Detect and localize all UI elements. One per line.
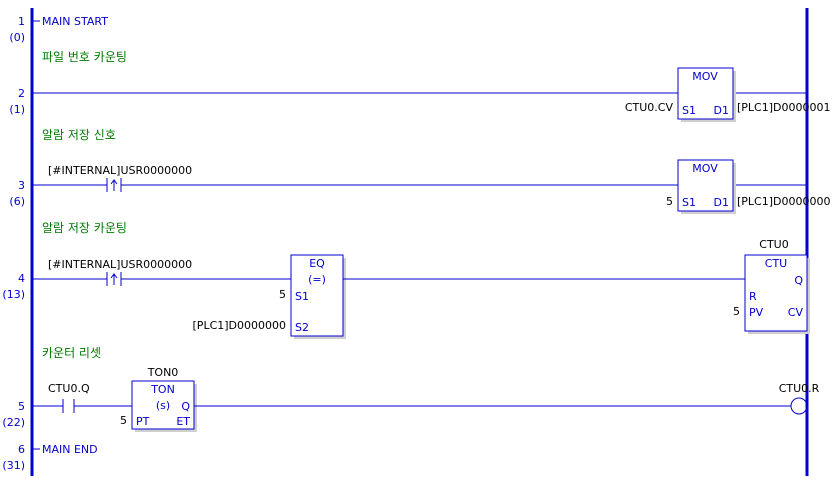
q-pin: Q	[181, 400, 190, 413]
rung-step: (1)	[9, 103, 25, 116]
rising-edge-contact[interactable]	[106, 178, 122, 192]
rising-edge-contact[interactable]	[106, 272, 122, 286]
main-end-marker: MAIN END	[42, 443, 98, 456]
mov-function-block[interactable]: MOV S1 D1	[677, 159, 736, 214]
ton-instance-name[interactable]: TON0	[147, 366, 179, 379]
rung-step: (0)	[9, 31, 25, 44]
block-title: MOV	[692, 162, 718, 175]
mov-d1-operand[interactable]: [PLC1]D0000000	[737, 195, 830, 208]
block-frame	[677, 159, 734, 212]
s2-pin: S2	[295, 321, 309, 334]
s1-pin: S1	[682, 196, 696, 209]
pt-pin: PT	[136, 415, 150, 428]
rung-step: (6)	[9, 195, 25, 208]
ctu-counter-block[interactable]: CTU Q R PV CV	[744, 254, 810, 334]
block-title: CTU	[765, 257, 787, 270]
contact-label: CTU0.Q	[48, 382, 90, 395]
coil-label: CTU0.R	[779, 382, 820, 395]
rung-5[interactable]: 카운터 리셋 5 (22) CTU0.Q TON0 TON (s) Q PT E…	[2, 346, 820, 432]
eq-s2-operand[interactable]: [PLC1]D0000000	[193, 319, 286, 332]
mov-s1-operand[interactable]: CTU0.CV	[625, 101, 674, 114]
rung-2[interactable]: 파일 번호 카운팅 2 (1) MOV S1 D1 CTU0.CV [PLC1]…	[9, 50, 830, 122]
reset-coil[interactable]	[790, 397, 808, 415]
rung-comment: 알람 저장 신호	[42, 128, 116, 142]
mov-function-block[interactable]: MOV S1 D1	[677, 67, 736, 122]
q-pin: Q	[794, 274, 803, 287]
rung-comment: 알람 저장 카운팅	[42, 221, 127, 235]
block-title: EQ	[309, 257, 325, 270]
eq-s1-operand[interactable]: 5	[279, 288, 286, 301]
contact-label: [#INTERNAL]USR0000000	[48, 258, 192, 271]
s1-pin: S1	[682, 104, 696, 117]
rung-comment: 카운터 리셋	[42, 346, 101, 360]
rung-number: 3	[18, 179, 25, 192]
ctu-pv-operand[interactable]: 5	[733, 305, 740, 318]
rung-number: 1	[18, 15, 25, 28]
block-frame	[290, 254, 344, 337]
eq-compare-block[interactable]: EQ (=) S1 S2	[290, 254, 346, 339]
rung-6[interactable]: 6 (31) MAIN END	[2, 443, 97, 472]
et-pin: ET	[176, 415, 190, 428]
mov-d1-operand[interactable]: [PLC1]D0000001	[737, 101, 830, 114]
block-frame	[677, 67, 734, 120]
rung-comment: 파일 번호 카운팅	[42, 50, 127, 64]
rung-number: 4	[18, 272, 25, 285]
rung-number: 5	[18, 400, 25, 413]
block-subtitle: (s)	[156, 399, 170, 412]
block-frame	[131, 380, 195, 430]
rung-4[interactable]: 알람 저장 카운팅 4 (13) [#INTERNAL]USR0000000 E…	[2, 221, 810, 339]
r-pin: R	[749, 290, 757, 303]
cv-pin: CV	[788, 306, 804, 319]
d1-pin: D1	[714, 104, 729, 117]
d1-pin: D1	[714, 196, 729, 209]
block-frame	[744, 254, 808, 332]
rung-1[interactable]: 1 (0) MAIN START	[9, 15, 108, 44]
rung-number: 2	[18, 87, 25, 100]
contact-label: [#INTERNAL]USR0000000	[48, 164, 192, 177]
normally-open-contact[interactable]	[62, 399, 75, 413]
rung-step: (22)	[2, 416, 25, 429]
pv-pin: PV	[749, 306, 764, 319]
block-title: MOV	[692, 70, 718, 83]
block-subtitle: (=)	[308, 273, 326, 286]
mov-s1-operand[interactable]: 5	[666, 195, 673, 208]
block-title: TON	[150, 383, 175, 396]
rung-step: (13)	[2, 288, 25, 301]
main-start-marker: MAIN START	[42, 15, 108, 28]
rung-step: (31)	[2, 459, 25, 472]
rung-number: 6	[18, 443, 25, 456]
s1-pin: S1	[295, 290, 309, 303]
ton-pt-operand[interactable]: 5	[120, 414, 127, 427]
ctu-instance-name[interactable]: CTU0	[759, 238, 788, 251]
ton-timer-block[interactable]: TON (s) Q PT ET	[131, 380, 197, 432]
rung-3[interactable]: 알람 저장 신호 3 (6) [#INTERNAL]USR0000000 MOV…	[9, 128, 830, 214]
